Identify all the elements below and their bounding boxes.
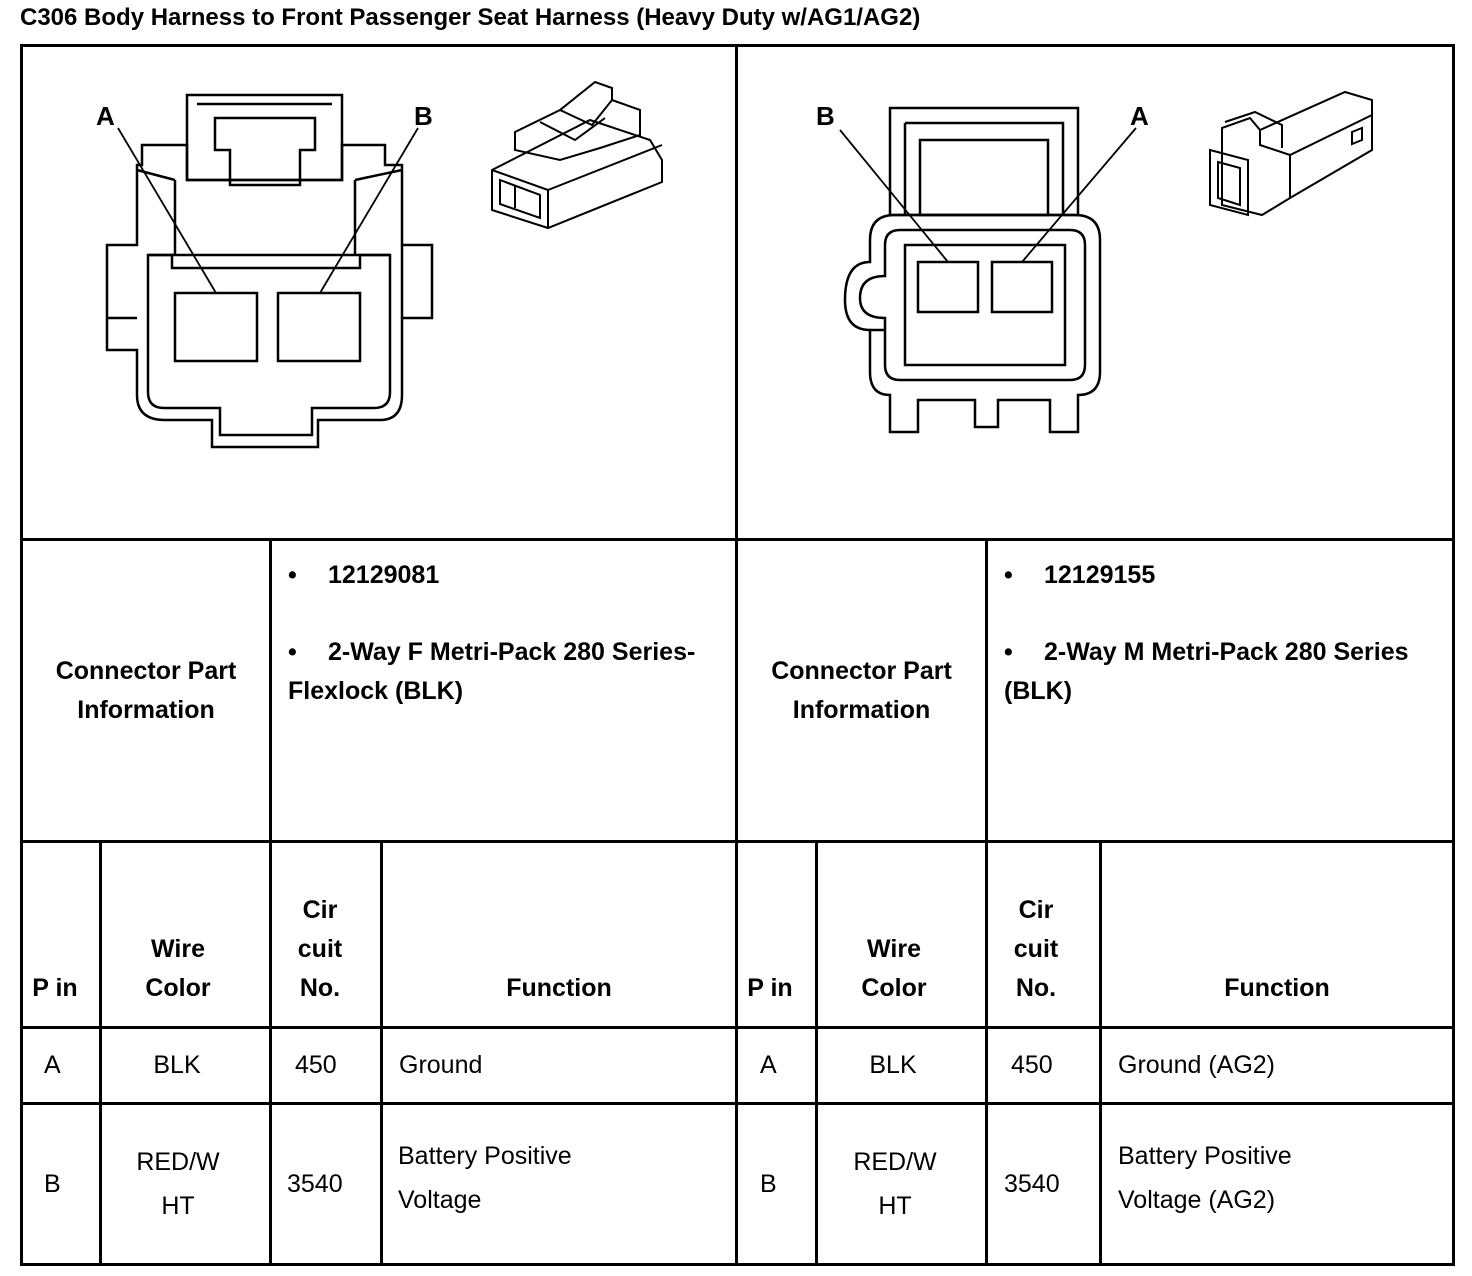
right-row-b-function: Battery Positive Voltage (AG2) <box>1118 1142 1292 1214</box>
right-row-a-pin: A <box>760 1051 777 1079</box>
right-row-a-function: Ground (AG2) <box>1118 1051 1276 1079</box>
right-header-function: Function <box>1224 974 1330 1002</box>
left-pin-b-label: B <box>414 101 433 131</box>
left-pin-a-label: A <box>96 101 115 131</box>
left-row-a-circuit: 450 <box>295 1051 337 1079</box>
left-header-wire-color: Wire Color <box>145 935 211 1002</box>
left-row-a-wire: BLK <box>153 1051 201 1079</box>
right-part-number: 12129155 <box>1044 561 1156 589</box>
right-description: 2-Way M Metri-Pack 280 Series (BLK) <box>1004 638 1409 705</box>
right-row-b-pin: B <box>760 1169 777 1198</box>
left-header-circuit-no: Cir cuit No. <box>297 896 343 1002</box>
right-row-b-circuit: 3540 <box>1004 1169 1060 1198</box>
right-row-a-wire: BLK <box>869 1051 917 1079</box>
left-row-b-pin: B <box>44 1169 61 1198</box>
left-part-number: 12129081 <box>328 561 440 589</box>
left-description-item: • 2-Way F Metri-Pack 280 Series- Flexloc… <box>288 633 728 711</box>
left-row-a-pin: A <box>44 1051 61 1079</box>
left-header-pin: P in <box>32 974 78 1002</box>
table-row: B <box>44 1105 94 1263</box>
table-row: B <box>760 1105 810 1263</box>
right-description-item: • 2-Way M Metri-Pack 280 Series (BLK) <box>1004 633 1444 711</box>
left-part-number-item: • 12129081 <box>288 561 440 589</box>
right-connector-info-label: Connector Part Information <box>771 656 952 724</box>
right-row-a-circuit: 450 <box>1011 1051 1053 1079</box>
right-pin-b-label: B <box>816 101 835 131</box>
table-row: A <box>44 1029 94 1102</box>
right-header-pin: P in <box>747 974 793 1002</box>
right-pin-a-label: A <box>1130 101 1149 131</box>
left-connector-info-label: Connector Part Information <box>55 656 237 724</box>
left-description: 2-Way F Metri-Pack 280 Series- Flexlock … <box>288 638 696 705</box>
right-part-info: • 12129155 • 2-Way M Metri-Pack 280 Seri… <box>1004 556 1444 711</box>
right-header-circuit-no: Cir cuit No. <box>1013 896 1059 1002</box>
left-row-a-function: Ground <box>399 1051 483 1079</box>
right-row-b-wire: RED/W HT <box>853 1148 937 1220</box>
page-title: C306 Body Harness to Front Passenger Sea… <box>20 4 921 31</box>
left-header-function: Function <box>506 974 612 1002</box>
table-row: A <box>760 1029 810 1102</box>
left-row-b-function: Battery Positive Voltage <box>398 1142 572 1214</box>
left-row-b-wire: RED/W HT <box>136 1148 220 1220</box>
left-row-b-circuit: 3540 <box>287 1169 343 1198</box>
left-part-info: • 12129081 • 2-Way F Metri-Pack 280 Seri… <box>288 556 728 711</box>
right-part-number-item: • 12129155 <box>1004 561 1156 589</box>
right-header-wire-color: Wire Color <box>861 935 927 1002</box>
